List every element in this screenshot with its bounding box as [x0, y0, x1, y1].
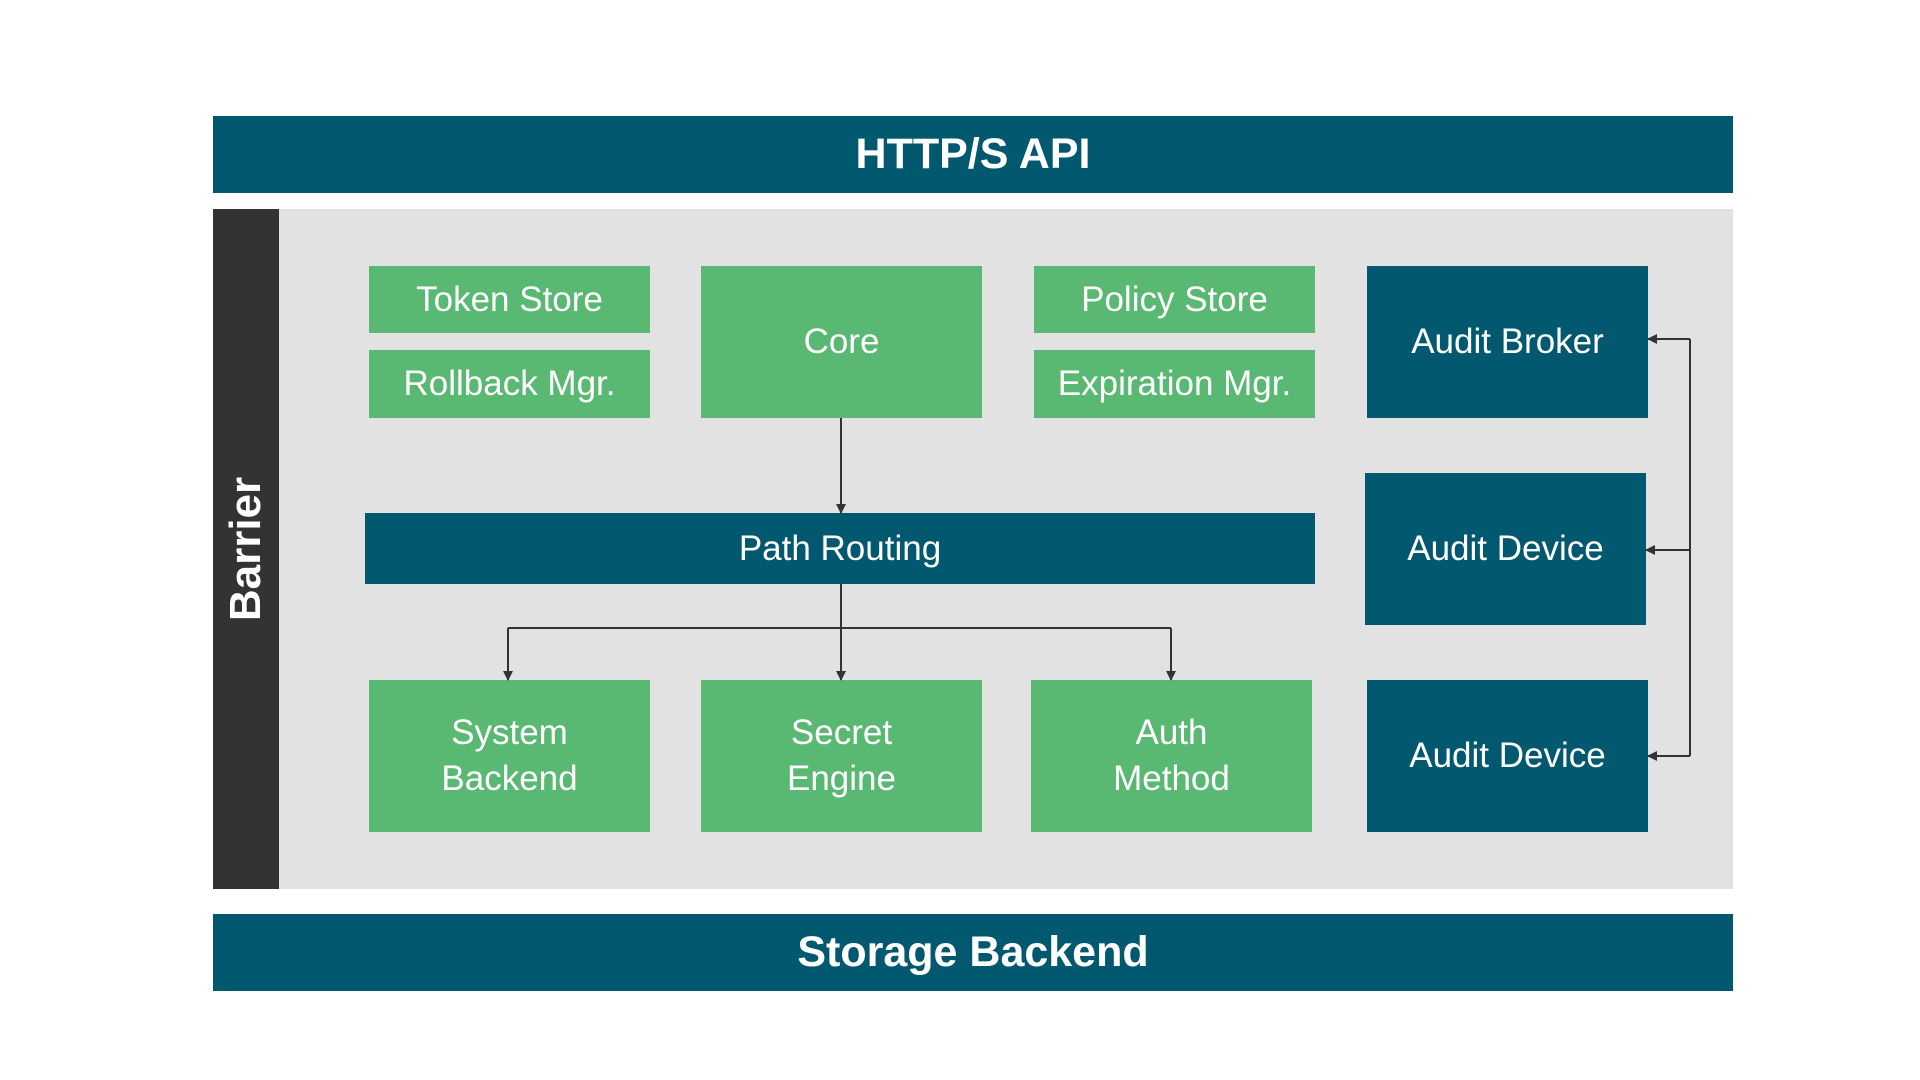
barrier-column: Barrier: [213, 209, 279, 889]
system-backend-label: System Backend: [441, 713, 578, 798]
path-routing-bar: Path Routing: [365, 513, 1315, 584]
http-api-label: HTTP/S API: [855, 130, 1091, 178]
token-store-box: Token Store: [369, 266, 650, 333]
rollback-mgr-label: Rollback Mgr.: [403, 364, 616, 403]
token-store-label: Token Store: [416, 279, 603, 319]
rollback-mgr-box: Rollback Mgr.: [369, 350, 650, 418]
audit-device-box-2: Audit Device: [1367, 680, 1648, 832]
http-api-bar: HTTP/S API: [213, 116, 1733, 193]
storage-backend-label: Storage Backend: [797, 928, 1149, 976]
core-label: Core: [803, 322, 880, 361]
system-backend-box: System Backend: [369, 680, 650, 832]
auth-method-box: Auth Method: [1031, 680, 1312, 832]
audit-broker-box: Audit Broker: [1367, 266, 1648, 418]
audit-broker-label: Audit Broker: [1411, 322, 1604, 361]
audit-device-label-2: Audit Device: [1409, 736, 1606, 775]
storage-backend-bar: Storage Backend: [213, 914, 1733, 991]
audit-device-box-1: Audit Device: [1365, 473, 1646, 625]
core-box: Core: [701, 266, 982, 418]
policy-store-label: Policy Store: [1081, 279, 1268, 319]
auth-method-label: Auth Method: [1113, 713, 1230, 798]
expiration-mgr-label: Expiration Mgr.: [1057, 364, 1292, 403]
barrier-label: Barrier: [221, 476, 270, 622]
path-routing-label: Path Routing: [738, 528, 942, 568]
expiration-mgr-box: Expiration Mgr.: [1034, 350, 1315, 418]
policy-store-box: Policy Store: [1034, 266, 1315, 333]
audit-device-label-1: Audit Device: [1407, 529, 1604, 568]
secret-engine-label: Secret Engine: [787, 713, 896, 798]
secret-engine-box: Secret Engine: [701, 680, 982, 832]
